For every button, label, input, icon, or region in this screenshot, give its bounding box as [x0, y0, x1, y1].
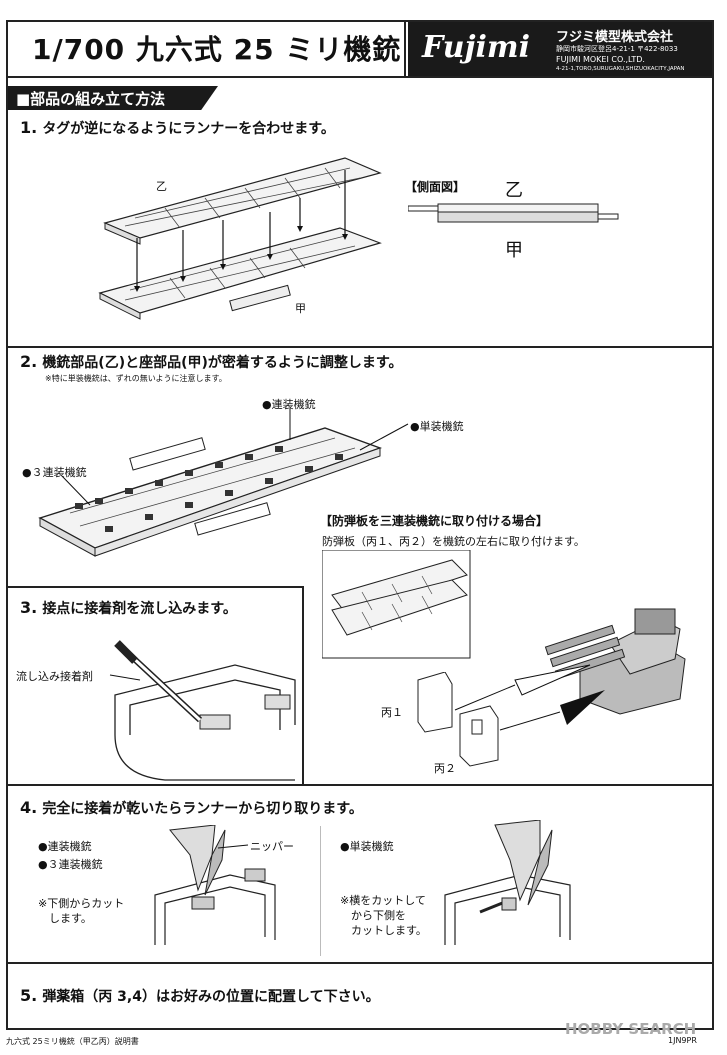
side-view-kou: 甲	[505, 240, 523, 261]
step1-divider	[6, 346, 714, 348]
title-box: 1/700 九六式 25 ミリ機銃	[14, 22, 404, 74]
watermark: HOBBY SEARCH	[565, 1020, 697, 1038]
step4-divider-dotted	[320, 826, 321, 956]
step4-label-triple: ●３連装機銃	[38, 858, 103, 871]
step1-heading: 1. タグが逆になるようにランナーを合わせます。	[20, 118, 335, 138]
step1-runner-illustration	[98, 157, 382, 320]
product-code: 1JN9PR	[668, 1036, 697, 1045]
footer-text: 九六式 25ミリ機銃（甲乙丙）説明書	[6, 1037, 139, 1046]
step4-label-twin: ●連装機銃	[38, 840, 92, 853]
shield-runner-illustration	[322, 550, 471, 659]
step3-top-divider	[6, 586, 304, 588]
glue-label: 流し込み接着剤	[16, 670, 93, 683]
shield-title: 【防弾板を三連装機銃に取り付ける場合】	[320, 514, 549, 528]
step4-label-single: ●単装機銃	[340, 840, 394, 853]
step1-label-kou: 甲	[295, 302, 306, 315]
step5-number: 5.	[20, 986, 38, 1005]
step4-number: 4.	[20, 798, 38, 817]
company-name-jp: フジミ模型株式会社	[556, 30, 674, 45]
step1-number: 1.	[20, 118, 38, 137]
step4-note-left: ※下側からカット します。	[38, 897, 125, 925]
label-hei2: 丙２	[434, 762, 456, 775]
side-view-title: 【側面図】	[405, 180, 466, 194]
step3-number: 3.	[20, 598, 38, 617]
step1-label-otsu: 乙	[156, 180, 167, 193]
step4-divider	[6, 962, 714, 964]
triple-mount-model-illustration	[544, 608, 686, 715]
step4-cut-illustration-left	[154, 825, 276, 945]
step2-runner-illustration	[38, 427, 383, 557]
step2-number: 2.	[20, 352, 38, 371]
step3-heading: 3. 接点に接着剤を流し込みます。	[20, 598, 237, 618]
company-name-en: FUJIMI MOKEI CO.,LTD.	[556, 55, 645, 64]
step2-heading: 2. 機銃部品(乙)と座部品(甲)が密着するように調整します。	[20, 352, 403, 372]
label-triple-mount: ●３連装機銃	[22, 466, 87, 479]
step3-bottom-divider	[6, 784, 714, 786]
step2-text: 機銃部品(乙)と座部品(甲)が密着するように調整します。	[42, 355, 403, 371]
page-title: 1/700 九六式 25 ミリ機銃	[32, 33, 402, 66]
side-view-otsu: 乙	[505, 180, 523, 201]
header-divider	[6, 76, 714, 78]
side-view-diagram	[408, 203, 619, 223]
section-title: ■部品の組み立て方法	[16, 89, 166, 108]
step4-cut-illustration-right	[444, 820, 571, 945]
brand-logo: Fujimi	[422, 30, 530, 65]
step3-glue-illustration	[114, 640, 296, 781]
company-address-en: 4-21-1,TORO,SURUGAKU,SHIZUOKACITY,JAPAN	[556, 66, 685, 72]
step4-heading: 4. 完全に接着が乾いたらランナーから切り取ります。	[20, 798, 363, 818]
label-single-mount: ●単装機銃	[410, 420, 464, 433]
step1-text: タグが逆になるようにランナーを合わせます。	[42, 121, 335, 137]
section-tab: ■部品の組み立て方法	[8, 86, 218, 110]
title-divider	[404, 22, 406, 76]
step4-text: 完全に接着が乾いたらランナーから切り取ります。	[42, 801, 363, 817]
shield-text: 防弾板（丙１、丙２）を機銃の左右に取り付けます。	[322, 535, 585, 548]
label-hei1: 丙１	[381, 706, 403, 719]
step3-right-divider	[302, 586, 304, 786]
step5-heading: 5. 弾薬箱（丙 3,4）はお好みの位置に配置して下さい。	[20, 986, 380, 1006]
step5-text: 弾薬箱（丙 3,4）はお好みの位置に配置して下さい。	[42, 989, 380, 1005]
step3-text: 接点に接着剤を流し込みます。	[42, 601, 237, 617]
shield-plates-illustration	[417, 672, 499, 767]
company-address-jp: 静岡市駿河区登呂4-21-1 〒422-8033	[556, 45, 678, 53]
nipper-label: ニッパー	[250, 840, 294, 853]
brand-box: Fujimi フジミ模型株式会社 静岡市駿河区登呂4-21-1 〒422-803…	[408, 22, 712, 76]
step2-note: ※特に単装機銃は、ずれの無いように注意します。	[45, 374, 227, 383]
label-twin-mount: ●連装機銃	[262, 398, 316, 411]
step4-note-right: ※横をカットして から下側を カットします。	[340, 894, 427, 937]
instruction-sheet-border	[6, 20, 714, 1030]
